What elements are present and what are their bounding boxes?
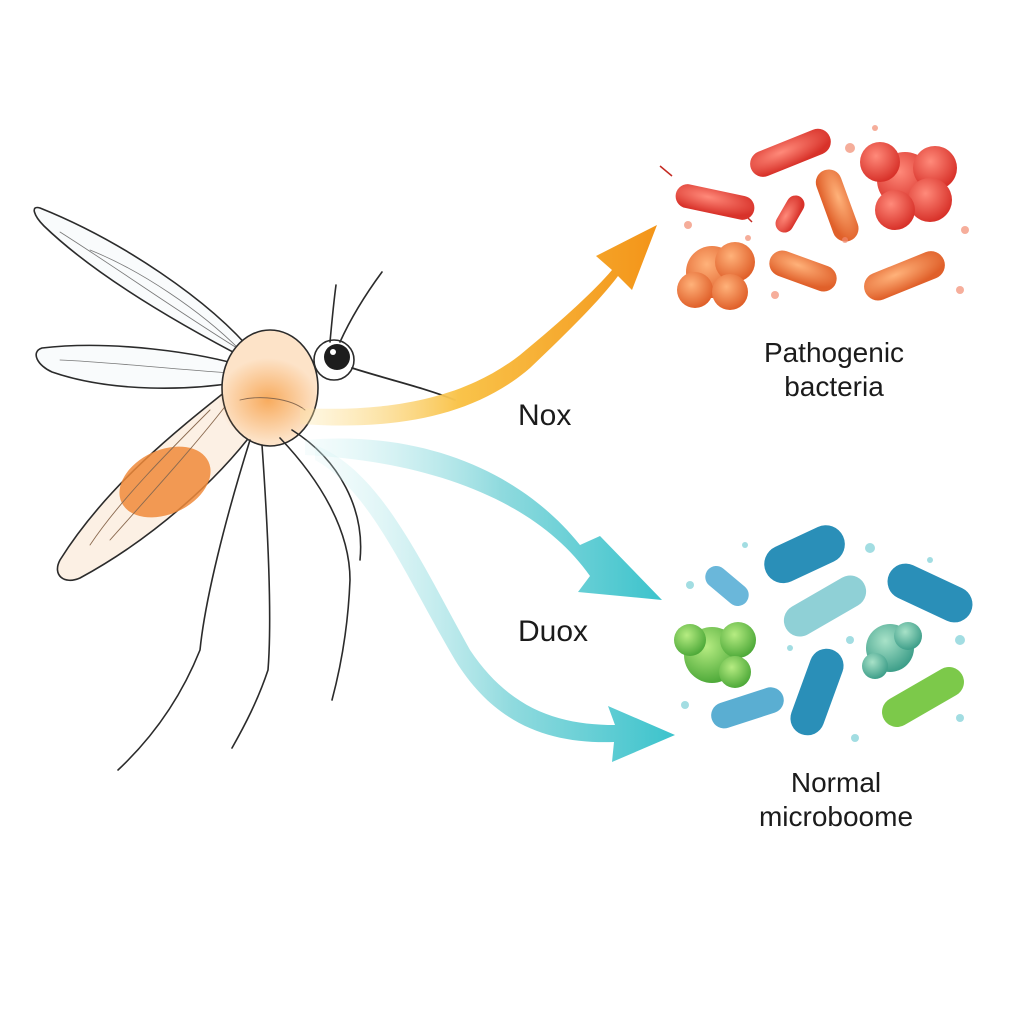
normal-microbiome-icon [674, 525, 973, 742]
microbe-coccus-cluster [862, 622, 922, 679]
normal-microbiome-label-line1: Normal [790, 767, 882, 798]
pathogen-coccus-cluster [860, 142, 957, 230]
nox-arrow [300, 225, 657, 426]
pathogen-rod [675, 184, 755, 220]
microbe-rod [711, 687, 784, 729]
normal-microbiome-label: Normal microboome [696, 766, 976, 833]
microbe-rod [882, 667, 964, 727]
pathogen-rod [775, 195, 805, 233]
pathogenic-bacteria-label: Pathogenic bacteria [694, 336, 974, 403]
microbe-rod [764, 525, 845, 584]
microbe-rod [705, 566, 749, 606]
duox-arrow-lower [315, 445, 675, 762]
pathogen-rod [769, 250, 837, 292]
pathogen-rod [815, 169, 859, 242]
microbe-rod [783, 575, 867, 637]
pathogen-coccus-cluster [677, 242, 755, 310]
normal-microbiome-label-line2: microboome [758, 800, 914, 832]
pathogenic-bacteria-icon [659, 125, 969, 310]
duox-label: Duox [518, 615, 589, 648]
duox-arrow-upper [305, 438, 662, 600]
mosquito-icon [33, 206, 456, 771]
microbe-rod [790, 648, 844, 736]
pathogenic-bacteria-label-line2: bacteria [784, 370, 884, 402]
pathogen-rod [864, 251, 945, 301]
microbe-rod [887, 563, 973, 623]
nox-label: Nox [518, 399, 572, 432]
pathogen-rod [750, 128, 831, 177]
microbe-coccus-cluster [674, 622, 756, 688]
pathogenic-bacteria-label-line1: Pathogenic [763, 337, 905, 368]
